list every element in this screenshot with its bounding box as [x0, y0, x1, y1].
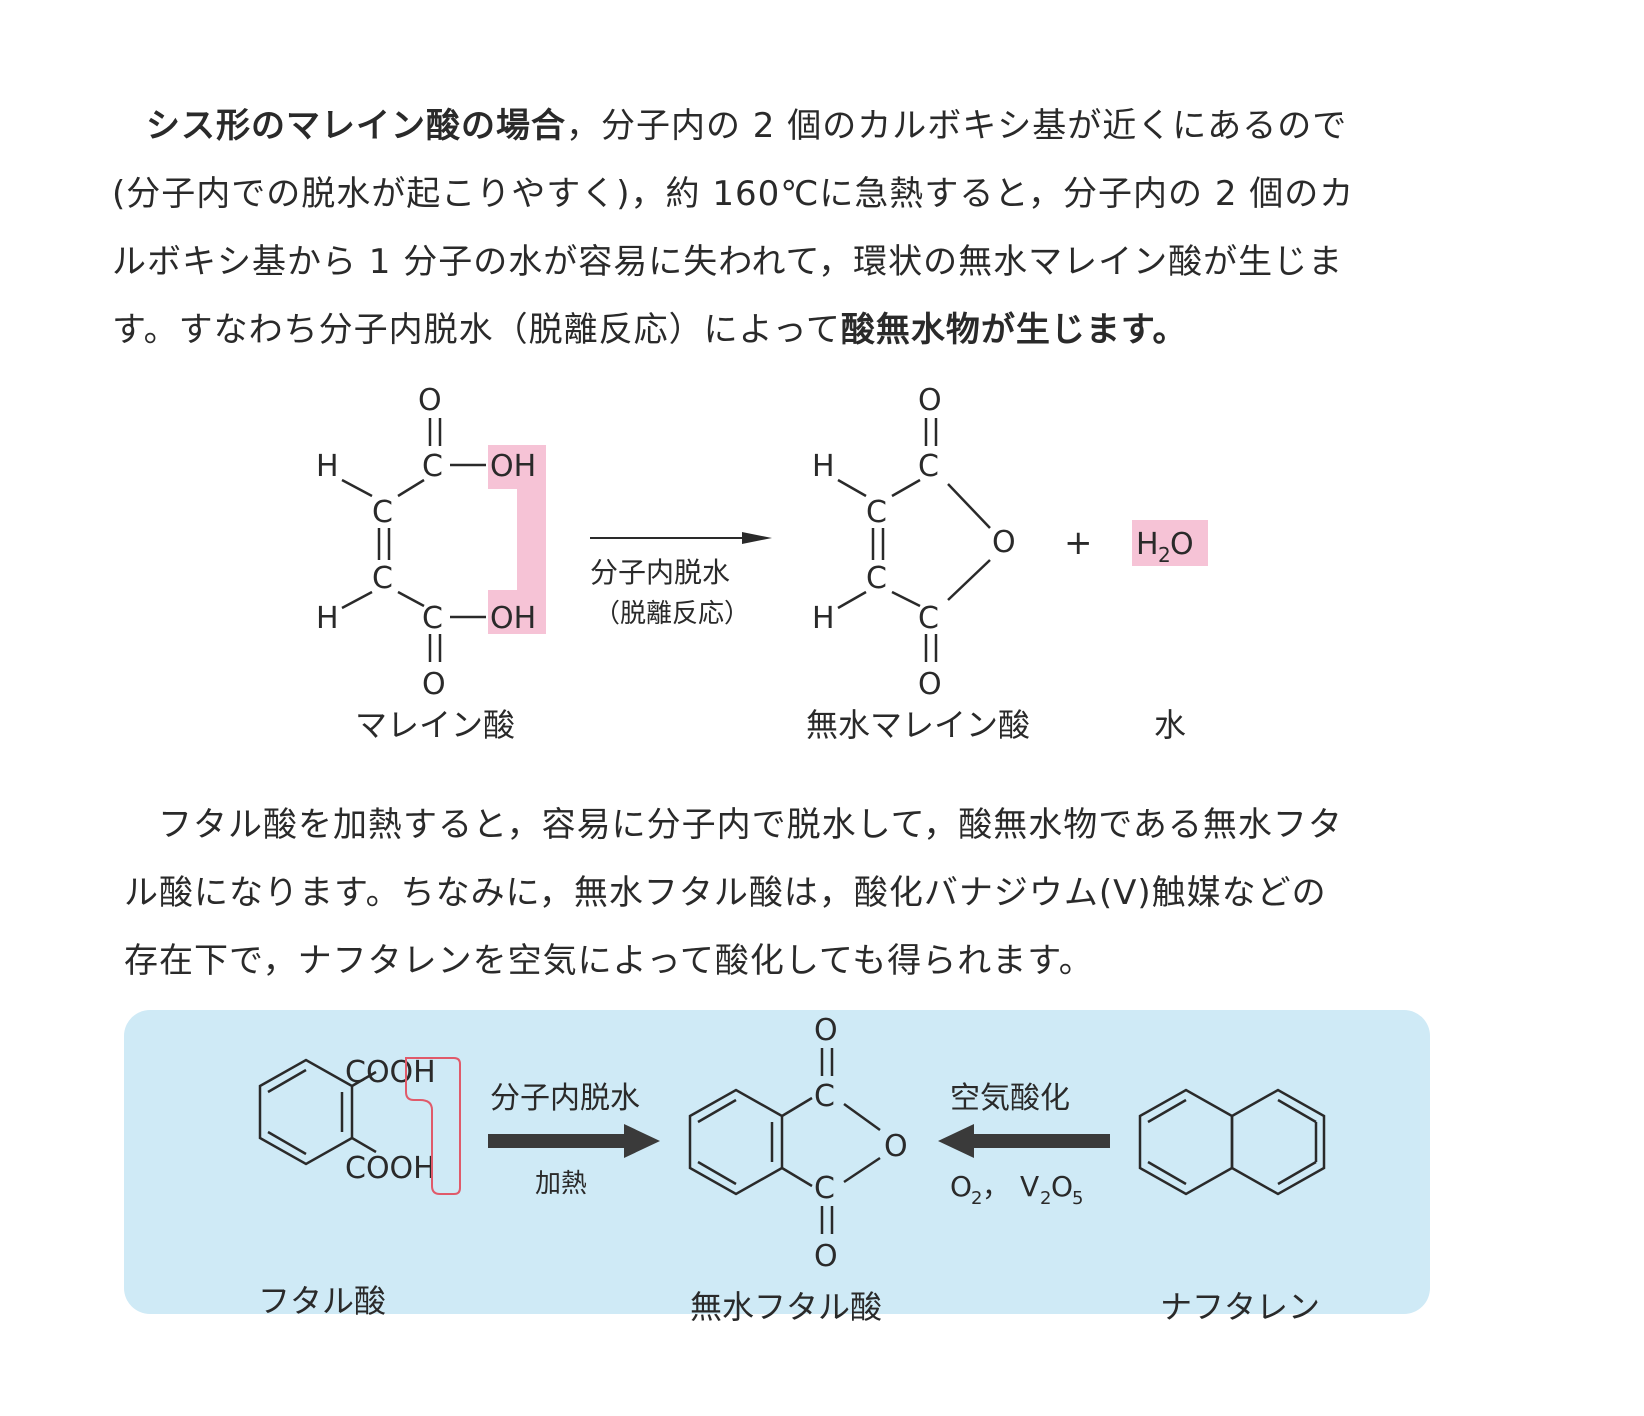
anhydride2-ring-o: O [884, 1129, 908, 1164]
oxidation-o2: O [1051, 1170, 1073, 1203]
maleic-c-carboxyl-bottom: C [422, 601, 443, 636]
compound-name-phthalic-anhydride: 無水フタル酸 [690, 1288, 883, 1326]
phthalic-benzene-ring [258, 1058, 354, 1166]
maleic-oh-top: OH [490, 449, 536, 484]
anhydride-c-c-bond-bottom [891, 590, 921, 608]
oxidation-v-sub: 2 [1040, 1188, 1051, 1209]
h2o-h: H [1136, 527, 1159, 562]
phthalic-cooh-bond-bottom [351, 1136, 377, 1154]
maleic-oh-bottom: OH [490, 601, 536, 636]
anhydride-bottom-o: O [918, 667, 942, 702]
oxidation-o2-sub: 5 [1072, 1188, 1083, 1209]
compound-name-naphthalene: ナフタレン [1160, 1288, 1321, 1326]
oxidation-sep: ， [982, 1170, 1010, 1203]
phthalic-ring-double-1 [267, 1068, 307, 1094]
reactant-name-maleic: マレイン酸 [355, 706, 516, 744]
para2-line3: 存在下で，ナフタレンを空気によって酸化しても得られます。 [124, 941, 1094, 981]
anhydride-bond-c-bottom [781, 1166, 813, 1188]
oxidation-arrow-label-top: 空気酸化 [950, 1081, 1070, 1116]
h2o-highlight [1132, 520, 1208, 566]
para1-line2: (分子内での脱水が起こりやすく)，約 160℃に急熱すると，分子内の 2 個のカ [112, 174, 1355, 214]
reaction-panel-phthalic [124, 1010, 1430, 1314]
anhydride-c-bottom: C [918, 601, 939, 636]
anhydride-benzene-ring [688, 1088, 784, 1196]
oxidation-v: V [1020, 1170, 1039, 1203]
para1-line3: ルボキシ基から 1 分子の水が容易に失われて，環状の無水マレイン酸が生じま [112, 242, 1344, 282]
maleic-c-alkene-top: C [372, 495, 393, 530]
phthalic-cooh-top: COOH [345, 1055, 436, 1090]
anhydride-h-bottom: H [812, 601, 835, 636]
h2o-o: O [1170, 527, 1194, 562]
anhydride-c-alkene-bottom: C [866, 561, 887, 596]
anhydride-ring-double-1 [697, 1098, 737, 1124]
maleic-h-top: H [316, 449, 339, 484]
para1-line4-rest: す。すなわち分子内脱水（脱離反応）によって [112, 310, 841, 350]
para1-bold-lead: シス形のマレイン酸の場合 [146, 106, 566, 146]
maleic-h-c-bond-bottom [341, 590, 373, 610]
reaction1-arrow-label-top: 分子内脱水 [590, 556, 730, 589]
naphthalene-ring-right [1230, 1088, 1326, 1196]
anhydride-c-o-bond-top [947, 483, 991, 529]
anhydride-ring-double-3 [697, 1160, 737, 1186]
paragraph-maleic: シス形のマレイン酸の場合，分子内の 2 個のカルボキシ基が近くにあるので (分子… [112, 92, 1354, 364]
anhydride-c-top: C [918, 449, 939, 484]
oxidation-o: O [950, 1170, 972, 1203]
anhydride2-c-bottom: C [814, 1171, 835, 1206]
naphthalene-ring-left [1138, 1088, 1234, 1196]
phthalic-arrow1-label-bottom: 加熱 [535, 1169, 587, 1199]
anhydride2-o-bottom: O [814, 1239, 838, 1274]
naphthalene-arrow-oxidation [938, 1124, 1110, 1158]
naphthalene-double-1 [1147, 1098, 1187, 1124]
phthalic-ring-double-3 [267, 1130, 307, 1156]
naphthalene-double-3 [1277, 1098, 1317, 1124]
anhydride-c-alkene-top: C [866, 495, 887, 530]
para2-line2: ル酸になります。ちなみに，無水フタル酸は，酸化バナジウム(Ⅴ)触媒などの [124, 873, 1327, 913]
maleic-c-carboxyl-top: C [422, 449, 443, 484]
maleic-c-c-bond-bottom [397, 590, 425, 608]
maleic-bottom-o: O [422, 667, 446, 702]
para1-bold-tail: 酸無水物が生じます。 [840, 310, 1188, 350]
maleic-h-c-bond-top [341, 478, 373, 498]
anhydride2-bond-o-top [843, 1102, 881, 1132]
anhydride-bond-c-top [781, 1096, 813, 1118]
paragraph-phthalic: フタル酸を加熱すると，容易に分子内で脱水して，酸無水物である無水フタ ル酸になり… [124, 791, 1343, 995]
anhydride2-c-top: C [814, 1079, 835, 1114]
maleic-c-alkene-bottom: C [372, 561, 393, 596]
anhydride-h-c-bond-top [837, 478, 867, 498]
h2o-subscript: 2 [1158, 543, 1171, 567]
phthalic-arrow1-label-top: 分子内脱水 [490, 1081, 640, 1116]
oh-highlight-bottom [488, 590, 546, 634]
anhydride-c-c-bond-top [891, 478, 921, 498]
phthalic-cooh-bond-top [351, 1070, 377, 1088]
reaction1-arrow-label-bottom: （脱離反応） [594, 599, 750, 629]
anhydride-top-o: O [918, 383, 942, 418]
product-name-maleic-anhydride: 無水マレイン酸 [806, 706, 1031, 744]
maleic-c-c-bond-top [397, 478, 425, 498]
maleic-h-bottom: H [316, 601, 339, 636]
para1-line4: す。すなわち分子内脱水（脱離反応）によって酸無水物が生じます。 [112, 296, 1354, 364]
compound-name-phthalic-acid: フタル酸 [258, 1282, 387, 1320]
anhydride-ring-o: O [992, 525, 1016, 560]
maleic-top-o: O [418, 383, 442, 418]
anhydride-h-top: H [812, 449, 835, 484]
para1-line1: シス形のマレイン酸の場合，分子内の 2 個のカルボキシ基が近くにあるので [112, 92, 1354, 160]
anhydride-h-c-bond-bottom [837, 590, 867, 610]
naphthalene-double-2 [1147, 1160, 1187, 1186]
naphthalene-double-5 [1277, 1160, 1317, 1186]
anhydride-o-c-bond-bottom [947, 559, 991, 601]
phthalic-arrow-dehydration [488, 1124, 660, 1158]
phthalic-oh-highlight [405, 1057, 461, 1195]
anhydride2-bond-o-bottom [843, 1156, 881, 1184]
plus-sign: + [1064, 523, 1093, 563]
para2-line1: フタル酸を加熱すると，容易に分子内で脱水して，酸無水物である無水フタ [158, 805, 1343, 845]
reaction1-arrow-head [742, 532, 772, 544]
byproduct-name-water: 水 [1154, 706, 1187, 744]
anhydride2-o-top: O [814, 1013, 838, 1048]
para1-line1-rest: ，分子内の 2 個のカルボキシ基が近くにあるので [566, 106, 1348, 146]
oxidation-o-sub: 2 [971, 1188, 982, 1209]
phthalic-cooh-bottom: COOH [345, 1151, 436, 1186]
